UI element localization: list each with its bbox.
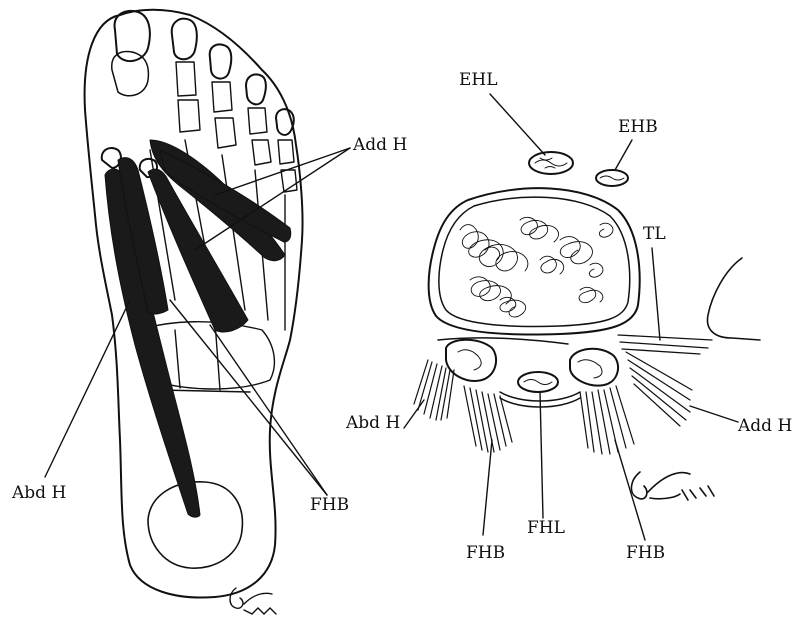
leader-fhl: [540, 392, 543, 518]
label-add-h-right: Add H: [738, 418, 792, 435]
leader-add-h-1: [215, 148, 350, 195]
toe-1-proximal: [112, 52, 149, 96]
ehb-tendon-texture: [600, 176, 624, 180]
toe-3-bones: [212, 82, 236, 148]
toe-3: [210, 45, 232, 79]
abd-h-fibers: [414, 360, 454, 420]
label-tl: TL: [643, 226, 666, 243]
fhb-right-fibers: [580, 386, 634, 454]
skin-outline: [707, 258, 760, 340]
label-add-h: Add H: [353, 137, 407, 154]
toe-2: [172, 19, 197, 59]
label-ehb: EHB: [618, 119, 658, 136]
fhb-left-fibers: [464, 386, 512, 452]
metatarsal-head-inner: [439, 197, 630, 326]
label-ehl: EHL: [459, 72, 498, 89]
label-fhb: FHB: [310, 497, 349, 514]
label-abd-h: Abd H: [12, 485, 66, 502]
signature-left: [222, 580, 292, 620]
leader-ehb: [615, 140, 632, 170]
leader-ehl: [490, 94, 545, 155]
toe-2-bones: [176, 62, 200, 132]
transverse-ligament: [618, 335, 712, 354]
ehl-tendon-texture: [535, 158, 567, 168]
label-fhb-left: FHB: [466, 545, 505, 562]
leader-fhb-left: [483, 440, 492, 535]
toe-4: [246, 74, 266, 104]
label-fhl: FHL: [527, 520, 565, 537]
label-abd-h-right: Abd H: [346, 415, 400, 432]
add-h-fibers: [626, 352, 692, 426]
toe-4-bones: [248, 108, 271, 165]
cancellous-bone: [460, 217, 613, 317]
plantar-plate: [438, 338, 580, 407]
signature-right: [620, 462, 720, 512]
leader-add-h-right: [690, 406, 738, 422]
label-fhb-right: FHB: [626, 545, 665, 562]
leader-tl: [652, 248, 660, 340]
leader-fhb-2: [210, 325, 327, 495]
sesamoid-lateral: [570, 349, 618, 386]
leader-fhb-1: [170, 300, 327, 495]
fhl-tendon-texture: [524, 380, 552, 385]
metatarsal-head-outer: [429, 188, 640, 334]
